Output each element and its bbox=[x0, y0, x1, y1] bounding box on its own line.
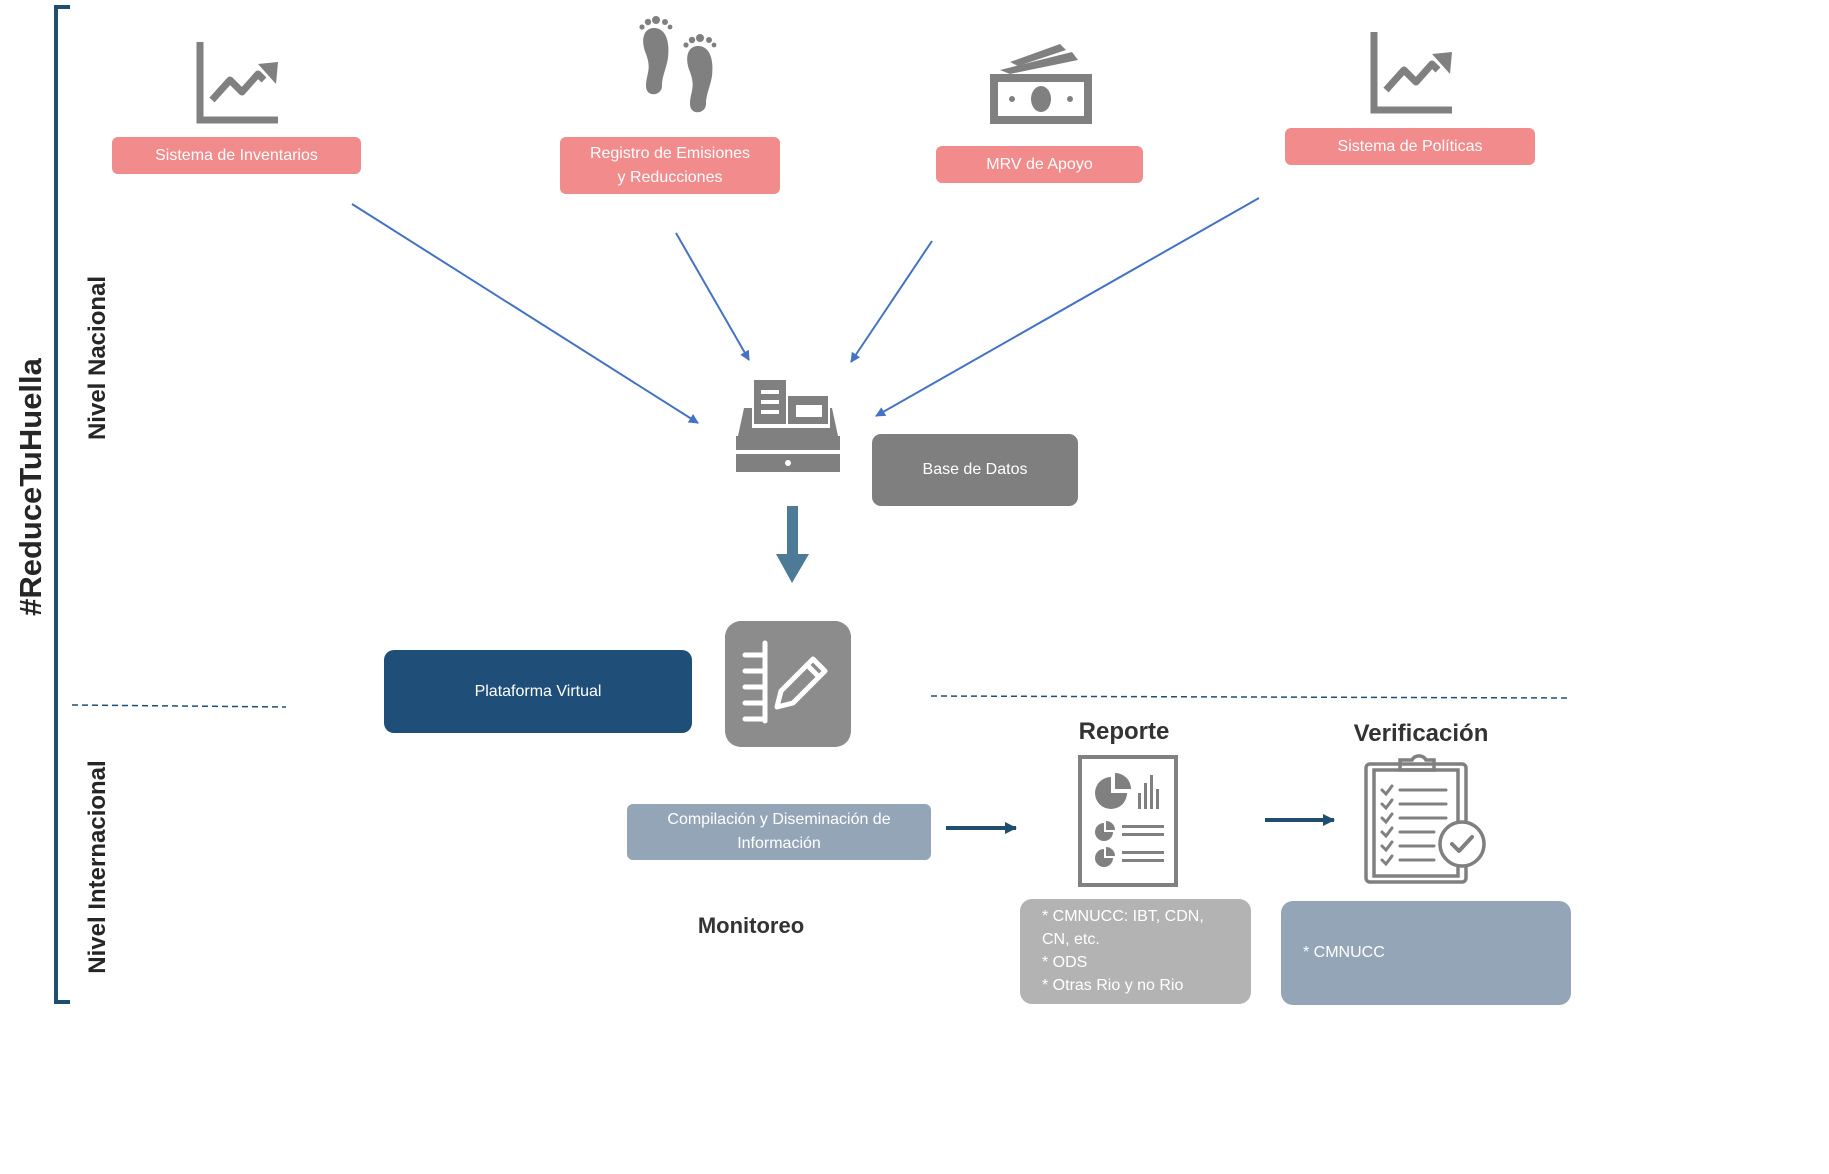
report-note-line: * Otras Rio y no Rio bbox=[1042, 977, 1184, 994]
source-registry-box: Registro de Emisiones y Reducciones bbox=[560, 137, 780, 194]
divider-right bbox=[930, 695, 1569, 699]
report-note-line: * ODS bbox=[1042, 954, 1088, 971]
verification-notes-box: * CMNUCC bbox=[1281, 901, 1571, 1005]
compilation-box: Compilación y Diseminación de Informació… bbox=[627, 804, 931, 860]
divider-left bbox=[71, 704, 287, 708]
level-bracket bbox=[54, 5, 70, 1004]
checklist-clipboard-icon bbox=[1364, 754, 1486, 884]
arrow-inventory-to-database bbox=[351, 203, 699, 424]
hashtag-label: #ReduceTuHuella bbox=[13, 358, 48, 616]
compilation-line-1: Compilación y Diseminación de bbox=[667, 811, 891, 828]
report-note-line: * CMNUCC: IBT, CDN, bbox=[1042, 908, 1204, 925]
footprints-icon bbox=[639, 16, 717, 113]
source-inventory-box: Sistema de Inventarios bbox=[112, 137, 361, 174]
source-label: Sistema de Políticas bbox=[1337, 137, 1483, 155]
source-policies-box: Sistema de Políticas bbox=[1285, 128, 1535, 165]
source-label: MRV de Apoyo bbox=[986, 155, 1093, 173]
source-label-line-1: Registro de Emisiones bbox=[589, 144, 751, 162]
cash-register-icon bbox=[736, 380, 840, 472]
edit-document-icon bbox=[725, 621, 851, 747]
source-mrv-box: MRV de Apoyo bbox=[936, 146, 1143, 183]
report-heading: Reporte bbox=[1078, 718, 1170, 745]
platform-box: Plataforma Virtual bbox=[384, 650, 692, 733]
arrow-database-to-platform bbox=[776, 506, 809, 583]
arrow-policies-to-database bbox=[875, 197, 1260, 417]
platform-label: Plataforma Virtual bbox=[474, 682, 602, 700]
level-national-label: Nivel Nacional bbox=[84, 275, 111, 441]
report-note-line: CN, etc. bbox=[1042, 931, 1100, 948]
connectors bbox=[54, 5, 1569, 1004]
arrow-mrv-to-database bbox=[850, 240, 933, 363]
report-document-icon bbox=[1078, 755, 1178, 887]
database-box: Base de Datos bbox=[872, 434, 1078, 506]
arrow-registry-to-database bbox=[675, 232, 750, 361]
monitoring-heading: Monitoreo bbox=[697, 913, 805, 938]
database-label: Base de Datos bbox=[922, 461, 1028, 478]
verification-note-line: * CMNUCC bbox=[1303, 944, 1385, 961]
line-chart-icon bbox=[1370, 32, 1452, 114]
source-label: Sistema de Inventarios bbox=[155, 146, 318, 164]
line-chart-icon bbox=[196, 42, 278, 124]
report-notes-box: * CMNUCC: IBT, CDN, CN, etc. * ODS * Otr… bbox=[1020, 899, 1251, 1004]
banknotes-icon bbox=[990, 44, 1092, 124]
verification-heading: Verificación bbox=[1353, 720, 1489, 747]
source-label-line-2: y Reducciones bbox=[617, 168, 723, 186]
level-international-label: Nivel Internacional bbox=[84, 760, 111, 974]
compilation-line-2: Información bbox=[737, 835, 821, 852]
